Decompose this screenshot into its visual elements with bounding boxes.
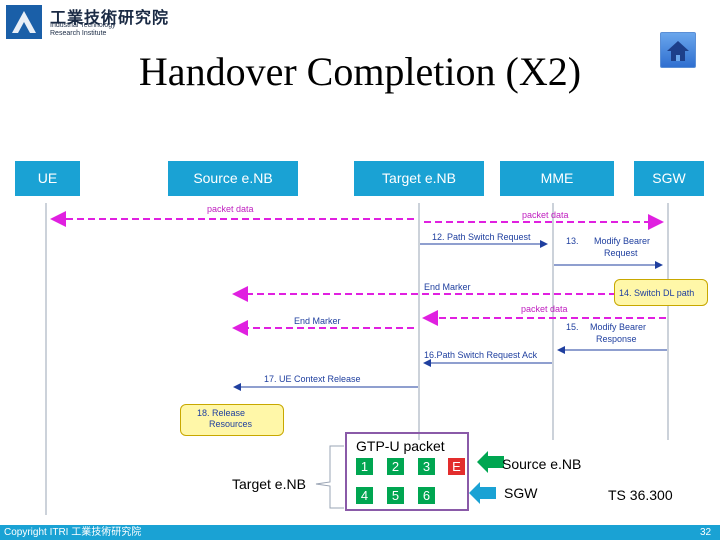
node-source-enb: Source e.NB (168, 161, 298, 196)
label-msg13-l3: Request (604, 248, 638, 258)
footer-copyright: Copyright ITRI 工業技術研究院 (4, 527, 142, 538)
label-ts-ref: TS 36.300 (608, 487, 673, 503)
box-release-resources: 18. Release Resources (180, 404, 284, 436)
box-switch-dl-path: 14. Switch DL path (614, 279, 708, 306)
node-mme: MME (500, 161, 614, 196)
org-name-en: Industrial Technology Research Institute (50, 22, 116, 38)
home-icon (667, 41, 689, 61)
node-sgw: SGW (634, 161, 704, 196)
label-source-enb: Source e.NB (502, 456, 582, 472)
gtp-cell-3: 3 (418, 458, 435, 475)
gtp-cell-4: 4 (356, 487, 373, 504)
slide-title: Handover Completion (X2) (138, 49, 582, 94)
label-packet-data-1: packet data (207, 204, 254, 214)
arrow-sgw-icon (469, 482, 496, 504)
page-number: 32 (700, 527, 712, 538)
gtp-cell-6: 6 (418, 487, 435, 504)
label-target-enb: Target e.NB (232, 476, 306, 492)
itri-logo-mark (12, 11, 36, 33)
label-sgw: SGW (504, 485, 538, 501)
label-msg16: 16.Path Switch Request Ack (424, 350, 538, 360)
label-end-marker-2: End Marker (294, 316, 341, 326)
org-name-cn: 工業技術研究院 (50, 10, 170, 27)
label-msg18-l1: 18. Release (197, 408, 246, 418)
label-msg13-l2: Modify Bearer (594, 236, 651, 246)
org-name-en-line2: Research Institute (50, 30, 107, 37)
gtp-packet-frame (345, 432, 469, 511)
gtp-packet-title: GTP-U packet (356, 438, 445, 454)
label-msg13-num: 13. (566, 236, 579, 246)
label-msg17: 17. UE Context Release (264, 374, 361, 384)
target-enb-brace (315, 445, 344, 509)
label-msg15-l2: Modify Bearer (590, 322, 647, 332)
node-target-enb: Target e.NB (354, 161, 484, 196)
label-msg18-l2: Resources (209, 419, 253, 429)
node-ue: UE (15, 161, 80, 196)
gtp-cell-1: 1 (356, 458, 373, 475)
label-msg12: 12. Path Switch Request (432, 232, 531, 242)
label-msg15-num: 15. (566, 322, 579, 332)
label-end-marker-1: End Marker (424, 282, 471, 292)
footer-band (0, 525, 720, 540)
gtp-cell-5: 5 (387, 487, 404, 504)
home-button[interactable] (660, 32, 696, 68)
gtp-cell-2: 2 (387, 458, 404, 475)
arrow-source-enb-icon (477, 451, 504, 473)
itri-logo-icon (6, 5, 42, 39)
gtp-cell-end-marker: E (448, 458, 465, 475)
label-packet-data-2: packet data (522, 210, 569, 220)
org-name-en-line1: Industrial Technology (50, 22, 116, 29)
label-packet-data-3: packet data (521, 304, 568, 314)
label-msg15-l3: Response (596, 334, 637, 344)
